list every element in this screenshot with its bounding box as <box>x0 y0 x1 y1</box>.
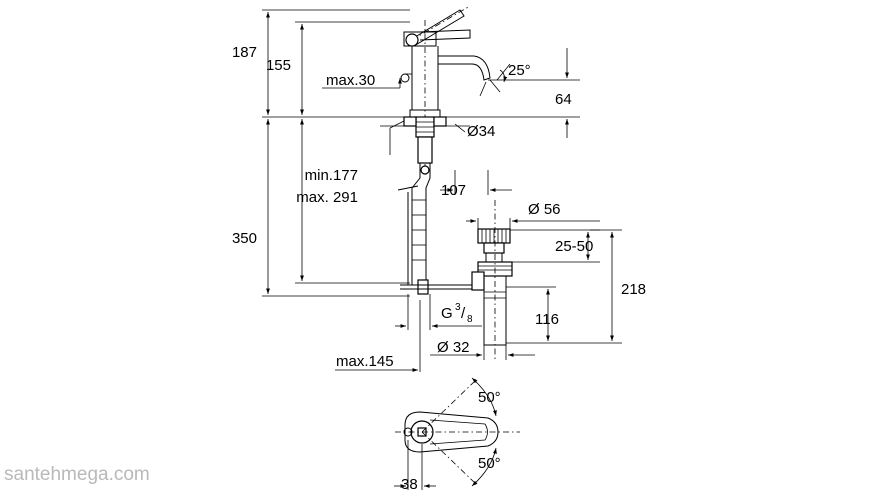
label-g-numerator: 3 <box>455 302 461 313</box>
dim-116 <box>506 286 556 341</box>
dim-155 <box>295 21 410 115</box>
dim-g38 <box>395 294 482 330</box>
label-g-denominator: 8 <box>467 314 473 325</box>
dim-30 <box>322 78 402 89</box>
dim-min-max <box>295 119 410 284</box>
dim-32 <box>430 345 535 360</box>
dim-max145 <box>335 300 421 372</box>
faucet <box>400 5 501 175</box>
dim-34 <box>454 123 466 133</box>
label-angle-50-top: 50° <box>478 389 501 406</box>
label-max-291: max. 291 <box>296 189 358 206</box>
top-view <box>394 377 520 490</box>
dim-107 <box>440 170 512 195</box>
label-107: 107 <box>441 182 466 199</box>
dim-64 <box>488 48 580 138</box>
label-angle-25: 25° <box>508 62 531 79</box>
label-dia-32: Ø 32 <box>437 339 470 356</box>
label-64: 64 <box>555 91 572 108</box>
drain <box>471 200 513 360</box>
label-38: 38 <box>401 476 418 493</box>
label-25-50: 25-50 <box>555 238 593 255</box>
watermark: santehmega.com <box>4 464 150 485</box>
label-angle-50-bottom: 50° <box>478 455 501 472</box>
label-218: 218 <box>621 281 646 298</box>
dim-25-50 <box>510 229 600 263</box>
label-min-177: min.177 <box>305 167 358 184</box>
label-187: 187 <box>232 44 257 61</box>
label-g-slash: / <box>461 305 466 322</box>
label-dia-56: Ø 56 <box>528 201 561 218</box>
label-max30: max.30 <box>326 72 375 89</box>
dim-350 <box>262 119 410 297</box>
label-116: 116 <box>535 311 559 328</box>
label-g-prefix: G <box>441 305 453 322</box>
dim-56 <box>466 218 600 229</box>
mounting <box>389 116 447 175</box>
label-350: 350 <box>232 230 257 247</box>
dim-187 <box>262 9 410 115</box>
label-g-3-8: G 3 / 8 <box>441 302 473 325</box>
label-max-145: max.145 <box>336 353 394 370</box>
label-dia-34: Ø34 <box>467 123 495 140</box>
dim-25-angle <box>496 63 511 83</box>
dim-218 <box>506 229 622 344</box>
hoses <box>411 163 431 295</box>
popup-rod <box>397 185 475 290</box>
label-155: 155 <box>266 57 291 74</box>
